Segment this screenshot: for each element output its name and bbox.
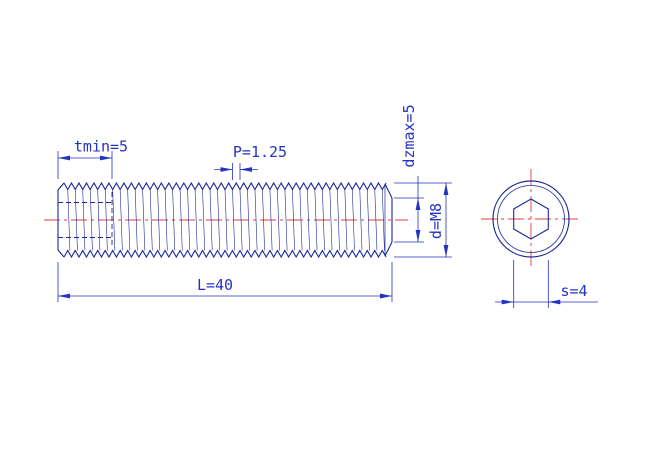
major-diameter-circle [492,180,570,258]
thread-line [63,181,387,191]
dim-label-diameter: d=M8 [427,203,445,239]
cup-point-cone [384,183,393,257]
pitch-extension-lines [232,163,241,180]
set-screw-side-view [57,181,393,259]
hex-socket-hidden-lines [58,202,112,238]
dim-label-dzmax: dzmax=5 [400,104,418,167]
minor-diameter-circle [497,185,565,253]
diameter-extension-lines [394,182,452,258]
dimension-hex-width: s=4 [495,260,598,308]
set-screw-end-view [492,180,570,258]
dimension-overall-length: L=40 [57,262,393,302]
left-end-chamfer [57,182,65,258]
hex-socket-outline [513,198,549,240]
hex-width-extension-lines [513,260,549,308]
dimension-socket-depth: tmin=5 [57,138,128,179]
thread-line [67,189,385,251]
thread-line [63,249,387,259]
dimension-point-diameter: dzmax=5 [394,104,424,243]
dimension-thread-pitch: P=1.25 [214,143,287,180]
dim-label-tmin: tmin=5 [74,138,128,156]
dimensions: tmin=5 P=1.25 dzmax=5 d=M8 L=40 [57,104,598,308]
thread-profile [63,181,387,259]
dim-label-pitch: P=1.25 [233,143,287,161]
dim-label-hex-width: s=4 [560,282,587,300]
dimension-thread-diameter: d=M8 [394,182,452,258]
dim-label-length: L=40 [197,276,233,294]
